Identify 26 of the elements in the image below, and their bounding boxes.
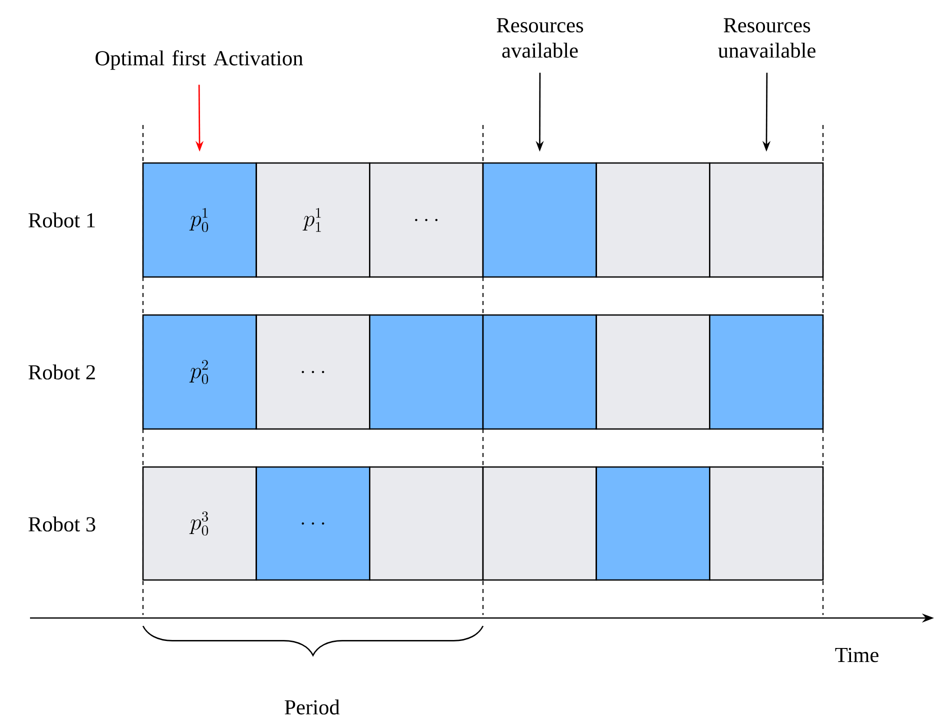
schedule-cell <box>482 466 597 581</box>
annotation-label: Resources available <box>496 18 584 58</box>
schedule-cell <box>482 314 597 430</box>
row-label: Robot 3 <box>28 516 96 532</box>
schedule-cell: $p_0^1$ <box>142 162 257 278</box>
annotation-label: Resources unavailable <box>718 18 816 58</box>
schedule-cell <box>596 466 710 581</box>
row-label: Robot 1 <box>28 212 95 228</box>
schedule-cell: $p_1^1$ <box>256 162 370 278</box>
annotation-label: Optimal first Activation <box>96 50 303 70</box>
schedule-cell <box>709 314 824 430</box>
schedule-cell: $p_0^3$ <box>142 466 257 581</box>
schedule-cell <box>596 162 710 278</box>
schedule-cell: $\dots$ <box>256 466 370 581</box>
schedule-cell: $\dots$ <box>369 162 484 278</box>
schedule-cell <box>369 314 484 430</box>
schedule-cell: $p_0^2$ <box>142 314 257 430</box>
schedule-cell <box>369 466 484 581</box>
schedule-cell <box>596 314 710 430</box>
row-label: Robot 2 <box>28 364 95 380</box>
schedule-cell <box>709 162 824 278</box>
schedule-cell: $\dots$ <box>256 314 370 430</box>
axis-label: Time <box>835 648 878 662</box>
schedule-cell <box>482 162 597 278</box>
brace-label: Period <box>284 700 340 715</box>
schedule-cell <box>709 466 824 581</box>
